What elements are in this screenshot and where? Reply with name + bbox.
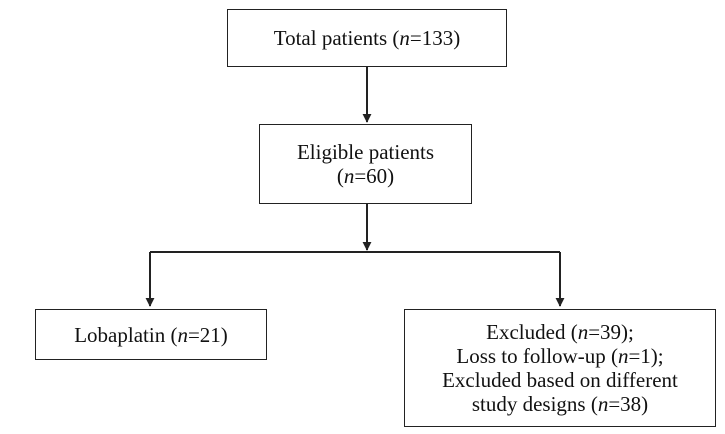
- loss-to-follow-up-count: =1);: [628, 344, 664, 368]
- study-designs-label: study designs (: [471, 392, 598, 416]
- total-patients-box: Total patients (n=133): [227, 9, 507, 67]
- excluded-box: Excluded (n=39); Loss to follow-up (n=1)…: [404, 309, 716, 427]
- excluded-count: =39);: [588, 320, 634, 344]
- open-paren: (: [336, 164, 344, 188]
- eligible-patients-box: Eligible patients (n=60): [259, 124, 472, 204]
- study-designs-line: study designs (n=38): [472, 392, 648, 416]
- lobaplatin-count: =21): [187, 322, 228, 347]
- eligible-patients-count: =60): [354, 164, 395, 188]
- total-patients-label: Total patients (: [273, 26, 400, 50]
- n-symbol: n: [597, 392, 609, 416]
- lobaplatin-label: Lobaplatin (: [74, 322, 178, 347]
- study-designs-count: =38): [608, 392, 649, 416]
- loss-to-follow-up-label: Loss to follow-up (: [456, 344, 618, 368]
- loss-to-follow-up-line: Loss to follow-up (n=1);: [456, 344, 663, 368]
- lobaplatin-text: Lobaplatin (n=21): [74, 323, 228, 347]
- eligible-patients-label: Eligible patients: [296, 140, 435, 164]
- excluded-total-line: Excluded (n=39);: [486, 320, 634, 344]
- lobaplatin-box: Lobaplatin (n=21): [35, 309, 267, 360]
- total-patients-text: Total patients (n=133): [274, 26, 461, 50]
- n-symbol: n: [177, 322, 188, 347]
- n-symbol: n: [577, 320, 589, 344]
- total-patients-count: =133): [409, 26, 461, 50]
- different-designs-line: Excluded based on different: [442, 368, 678, 392]
- excluded-label: Excluded (: [486, 320, 578, 344]
- n-symbol: n: [343, 164, 355, 188]
- n-symbol: n: [399, 26, 410, 50]
- eligible-patients-count-line: (n=60): [337, 164, 394, 188]
- n-symbol: n: [617, 344, 629, 368]
